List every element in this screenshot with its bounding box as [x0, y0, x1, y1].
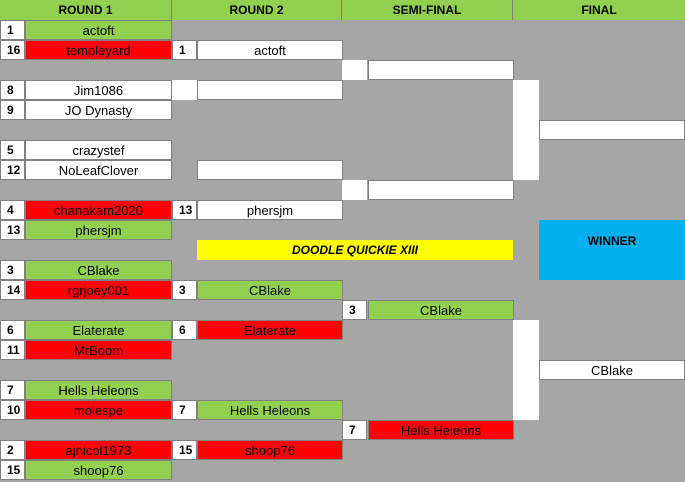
- bracket-connector: [172, 80, 197, 100]
- round-2-entry-name: phersjm: [197, 200, 343, 220]
- round-1-entry-name: Jim1086: [25, 80, 172, 100]
- round-1-entry-name: CBlake: [25, 260, 172, 280]
- semi-final-entry-seed: 7: [342, 420, 367, 440]
- header-round-1: ROUND 1: [0, 0, 172, 20]
- round-1-entry-seed: 15: [0, 460, 25, 480]
- round-2-entry-name: actoft: [197, 40, 343, 60]
- round-2-entry-name: CBlake: [197, 280, 343, 300]
- round-1-entry-seed: 8: [0, 80, 25, 100]
- round-1-entry-seed: 11: [0, 340, 25, 360]
- round-1-entry-seed: 7: [0, 380, 25, 400]
- round-2-entry-name: Elaterate: [197, 320, 343, 340]
- round-1-entry-name: NoLeafClover: [25, 160, 172, 180]
- round-2-entry-name: shoop76: [197, 440, 343, 460]
- round-1-entry-seed: 13: [0, 220, 25, 240]
- bracket-connector: [513, 320, 539, 420]
- final-entry-name: CBlake: [539, 360, 685, 380]
- round-2-entry-seed: 1: [172, 40, 197, 60]
- round-1-entry-seed: 3: [0, 260, 25, 280]
- round-1-entry-name: Elaterate: [25, 320, 172, 340]
- semi-final-empty-slot: [368, 180, 514, 200]
- round-1-entry-seed: 10: [0, 400, 25, 420]
- final-empty-slot: [539, 120, 685, 140]
- round-2-entry-seed: 13: [172, 200, 197, 220]
- round-2-entry-name: Hells Heleons: [197, 400, 343, 420]
- header-final: FINAL: [513, 0, 685, 20]
- round-1-entry-seed: 5: [0, 140, 25, 160]
- round-1-entry-seed: 9: [0, 100, 25, 120]
- semi-final-entry-name: CBlake: [368, 300, 514, 320]
- header-semi-final: SEMI-FINAL: [342, 0, 513, 20]
- round-1-entry-seed: 4: [0, 200, 25, 220]
- round-2-entry-seed: 6: [172, 320, 197, 340]
- round-2-entry-seed: 3: [172, 280, 197, 300]
- semi-final-entry-name: Hells Heleons: [368, 420, 514, 440]
- round-1-entry-name: molespe: [25, 400, 172, 420]
- round-1-entry-name: JO Dynasty: [25, 100, 172, 120]
- round-1-entry-seed: 14: [0, 280, 25, 300]
- bracket-connector: [342, 180, 367, 200]
- round-2-empty-slot: [197, 80, 343, 100]
- round-1-entry-seed: 12: [0, 160, 25, 180]
- tournament-banner: DOODLE QUICKIE XIII: [197, 240, 513, 260]
- bracket-connector: [513, 80, 539, 180]
- round-1-entry-seed: 6: [0, 320, 25, 340]
- round-1-entry-name: rgrjoey001: [25, 280, 172, 300]
- header-round-2: ROUND 2: [172, 0, 342, 20]
- bracket-connector: [342, 60, 367, 80]
- round-2-entry-seed: 7: [172, 400, 197, 420]
- round-1-entry-seed: 2: [0, 440, 25, 460]
- round-1-entry-seed: 1: [0, 20, 25, 40]
- round-1-entry-name: ajnicol1973: [25, 440, 172, 460]
- semi-final-empty-slot: [368, 60, 514, 80]
- round-2-empty-slot: [197, 160, 343, 180]
- round-1-entry-name: MrBoom: [25, 340, 172, 360]
- round-2-entry-seed: 15: [172, 440, 197, 460]
- round-1-entry-name: chanakam2020: [25, 200, 172, 220]
- round-1-entry-name: templeyard: [25, 40, 172, 60]
- round-1-entry-name: phersjm: [25, 220, 172, 240]
- winner-box: WINNER: [539, 220, 685, 280]
- round-1-entry-seed: 16: [0, 40, 25, 60]
- round-1-entry-name: Hells Heleons: [25, 380, 172, 400]
- round-1-entry-name: crazystef: [25, 140, 172, 160]
- semi-final-entry-seed: 3: [342, 300, 367, 320]
- round-1-entry-name: actoft: [25, 20, 172, 40]
- round-1-entry-name: shoop76: [25, 460, 172, 480]
